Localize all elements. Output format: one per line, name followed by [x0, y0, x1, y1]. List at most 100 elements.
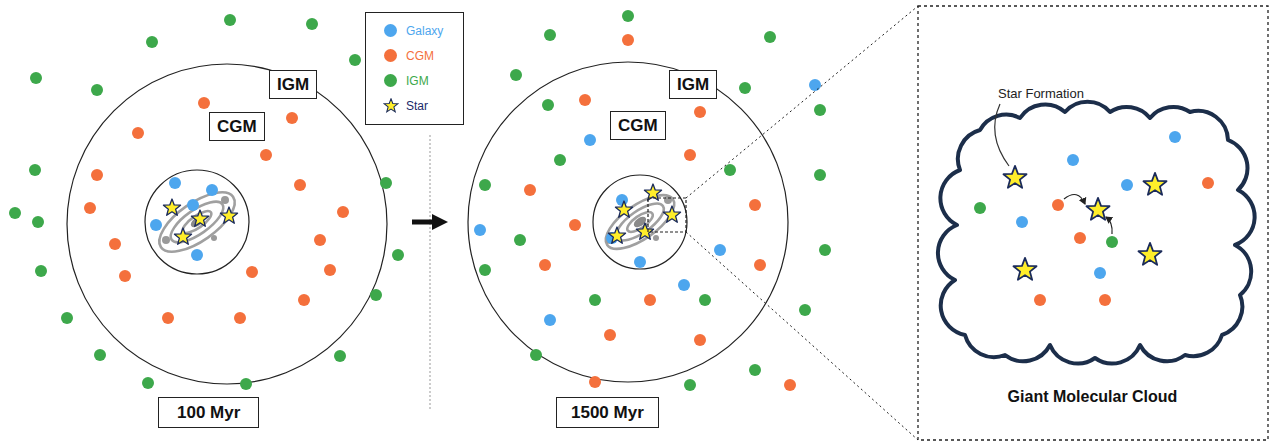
galaxy-dot-part	[191, 249, 203, 261]
cgm-dot-part	[294, 179, 306, 191]
igm-dot-part	[334, 350, 346, 362]
region-circles	[67, 62, 788, 384]
igm-dots	[479, 10, 831, 391]
igm-dot-part	[392, 249, 404, 261]
legend-swatch	[384, 74, 397, 87]
legend-swatch	[384, 24, 397, 37]
igm-dot-part	[542, 99, 554, 111]
igm-dot-part	[29, 164, 41, 176]
igm-dot-part	[35, 265, 47, 277]
igm-dot-part	[799, 304, 811, 316]
cgm-dot-part	[524, 184, 536, 196]
igm-dot-part	[91, 84, 103, 96]
igm-dot-part	[589, 294, 601, 306]
igm-dot-part	[224, 14, 236, 26]
galaxy-spiral-part	[597, 185, 682, 259]
cgm-dot-part	[314, 234, 326, 246]
stars	[163, 199, 237, 244]
cgm-dot-part	[286, 112, 298, 124]
igm-dot-part	[370, 289, 382, 301]
igm-dot-part	[814, 104, 826, 116]
galaxy-spiral-part	[150, 181, 244, 263]
cgm-dot-part	[132, 127, 144, 139]
cgm-dot-part	[579, 94, 591, 106]
legend-label: Star	[406, 99, 428, 113]
star-part	[1003, 166, 1026, 188]
igm-dot-part	[699, 294, 711, 306]
igm-dot-part	[479, 179, 491, 191]
label-box: CGM	[209, 112, 265, 141]
cgm-dot-part	[569, 219, 581, 231]
star-part	[1143, 173, 1166, 195]
cgm-dot-part	[298, 294, 310, 306]
igm-dot-part	[349, 54, 361, 66]
box-label: CGM	[618, 115, 658, 136]
galaxy-arm-blob-part	[664, 196, 672, 204]
merge-arrow	[1064, 195, 1085, 204]
cloud-dot-part	[974, 202, 986, 214]
cgm-dot-part	[589, 376, 601, 388]
zoom-panel	[918, 6, 1268, 440]
cgm-dot-part	[109, 238, 121, 250]
galaxy-dot-part	[187, 199, 199, 211]
igm-dot-part	[814, 169, 826, 181]
cgm-dot-part	[246, 266, 258, 278]
galaxy-spiral-part-part	[597, 185, 682, 259]
galaxy-dot-part	[809, 79, 821, 91]
legend-label: Galaxy	[406, 24, 443, 38]
cloud-dot-part	[1099, 294, 1111, 306]
cloud-dot-part	[1094, 267, 1106, 279]
igm-dot-part	[819, 244, 831, 256]
stars	[1003, 166, 1166, 280]
igm-dot-part	[544, 29, 556, 41]
galaxy-dots	[150, 177, 218, 261]
label-box: IGM	[669, 70, 717, 99]
box-label: IGM	[277, 74, 309, 95]
legend-row: Galaxy	[384, 18, 463, 43]
box-label: IGM	[677, 74, 709, 95]
legend-row: Star	[384, 93, 463, 118]
galaxy-spiral-part-part	[165, 194, 230, 249]
region-circle-part	[67, 64, 387, 384]
cgm-dot-part	[749, 199, 761, 211]
igm-dot-part	[32, 216, 44, 228]
galaxy-dot-part	[474, 224, 486, 236]
star-part	[1138, 243, 1161, 265]
region-circle-part	[145, 170, 249, 274]
igm-dot-part	[739, 82, 751, 94]
star-part	[608, 227, 625, 243]
cloud-dot-part	[1106, 236, 1118, 248]
zoom-line	[686, 232, 918, 440]
cgm-dot-part	[684, 149, 696, 161]
igm-dot-part	[146, 36, 158, 48]
label-box: 1500 Myr	[556, 397, 659, 428]
cloud-dot-part	[1202, 177, 1214, 189]
star-part	[636, 223, 653, 239]
zoom-line	[686, 6, 918, 198]
cloud-title: Giant Molecular Cloud	[940, 388, 1245, 406]
divider-line	[430, 135, 431, 410]
galaxy-arm-blob-part	[653, 235, 659, 241]
region-circle-part	[593, 175, 687, 269]
galaxy-arm-blob-part	[162, 236, 170, 244]
igm-dot-part	[510, 69, 522, 81]
leader-line	[995, 104, 1009, 166]
cgm-dot-part	[91, 169, 103, 181]
cloud-dot-part	[1074, 232, 1086, 244]
box-label: 100 Myr	[177, 402, 240, 423]
star-part	[663, 206, 680, 222]
zoom-rect	[648, 198, 686, 232]
cgm-dot-part	[694, 334, 706, 346]
galaxy-spiral-part-part	[150, 181, 244, 263]
legend-row: IGM	[384, 68, 463, 93]
galaxy-dot-part	[206, 184, 218, 196]
box-label: 1500 Myr	[571, 402, 644, 423]
igm-dot-part	[554, 154, 566, 166]
cgm-dot-part	[337, 206, 349, 218]
igm-dot-part	[479, 264, 491, 276]
galaxy-dots	[474, 79, 821, 326]
igm-dot-part	[240, 378, 252, 390]
cgm-dot-part	[234, 312, 246, 324]
cloud-dot-part	[1052, 199, 1064, 211]
igm-dots	[9, 14, 404, 390]
